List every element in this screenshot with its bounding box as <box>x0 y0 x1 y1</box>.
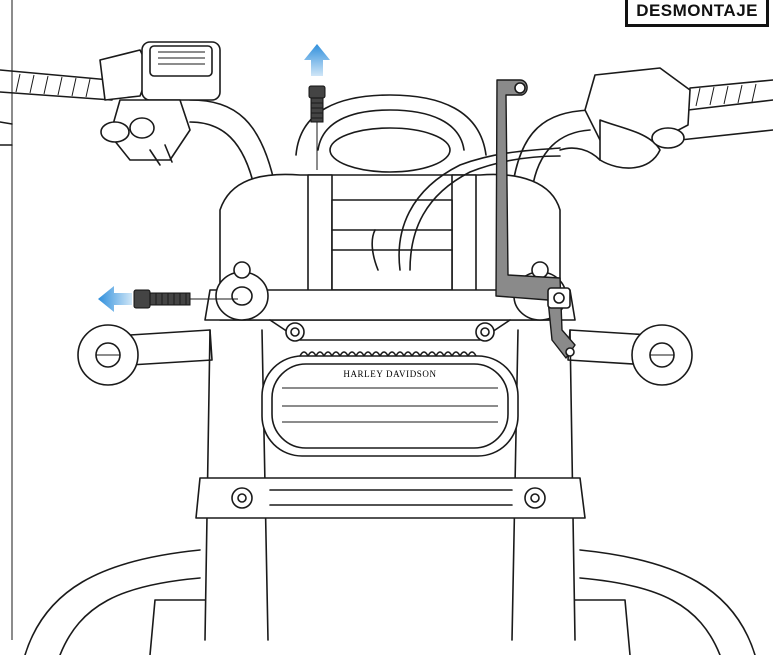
left-handlebar <box>0 41 279 216</box>
stage-label: DESMONTAJE <box>625 0 769 27</box>
right-turn-signal <box>567 324 693 386</box>
clamp-bolt-left <box>285 322 305 342</box>
triple-clamp <box>204 173 576 341</box>
side-bolt-removal <box>98 286 238 312</box>
lower-frame <box>24 549 756 656</box>
bolt-icon <box>308 85 326 123</box>
headlight: HARLEY DAVIDSON <box>261 355 519 457</box>
headlight-brand-text: HARLEY DAVIDSON <box>343 369 436 379</box>
cable-left <box>398 147 561 271</box>
clamp-bolt-right <box>475 322 495 342</box>
left-turn-signal <box>77 324 213 386</box>
arrow-left-icon <box>98 286 132 312</box>
cable-lower <box>371 229 379 271</box>
bolt-icon <box>133 289 191 309</box>
cable-right <box>409 155 561 271</box>
top-bolt-removal <box>304 44 330 170</box>
bracket <box>495 79 576 359</box>
lower-clamp <box>195 477 586 519</box>
arrow-up-icon <box>304 44 330 76</box>
instrument-housing <box>295 94 487 173</box>
right-handlebar <box>509 67 773 216</box>
